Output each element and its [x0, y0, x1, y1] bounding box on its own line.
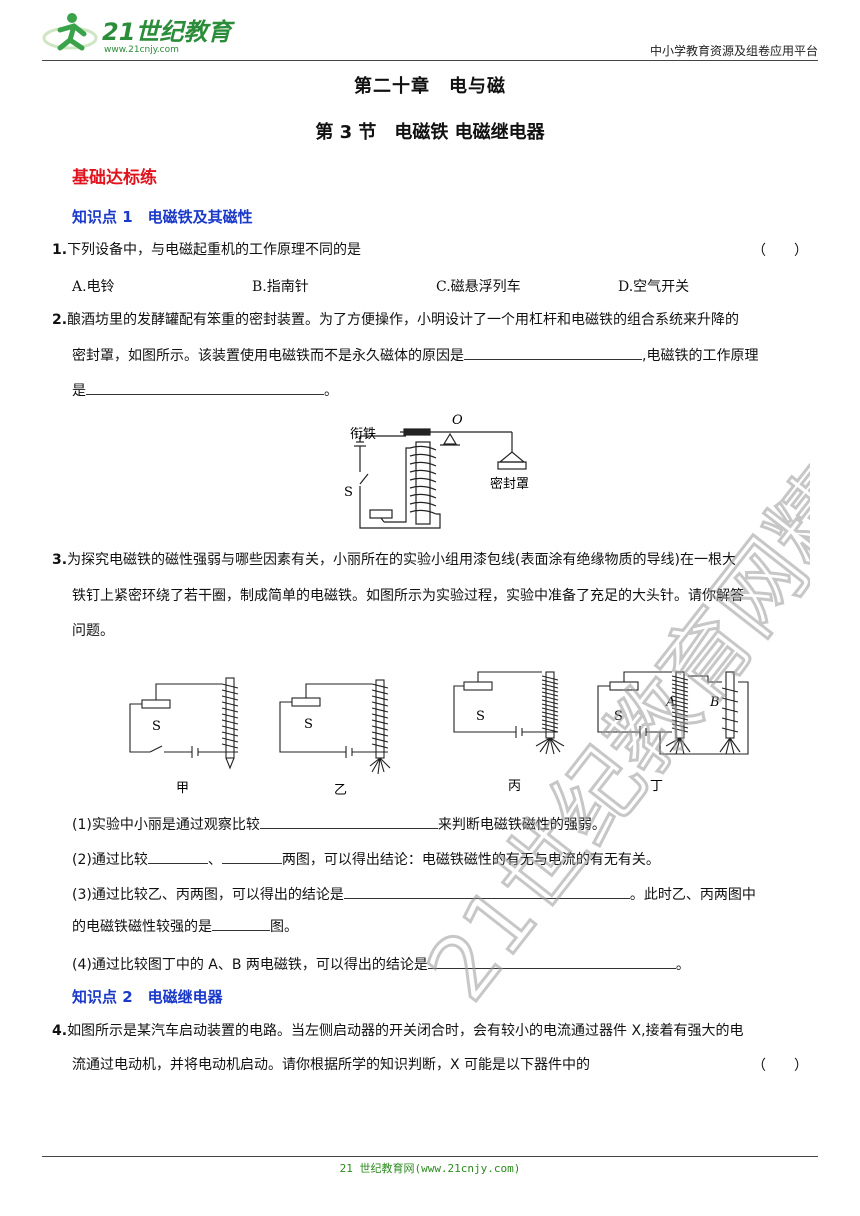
answer-parens: （ ）	[752, 243, 808, 259]
question-1: 1.下列设备中，与电磁起重机的工作原理不同的是	[52, 240, 361, 260]
question-number: 1.	[52, 242, 68, 258]
question-number: 3.	[52, 552, 68, 568]
figure-ding	[597, 671, 749, 755]
question-3: 3.为探究电磁铁的磁性强弱与哪些因素有关，小丽所在的实验小组用漆包线(表面涂有绝…	[52, 550, 736, 570]
logo-url: www.21cnjy.com	[104, 45, 179, 55]
text: (2)通过比较	[72, 852, 148, 868]
answer-blank[interactable]	[427, 954, 676, 969]
question-2: 2.酿酒坊里的发酵罐配有笨重的密封装置。为了方便操作，小明设计了一个用杠杆和电磁…	[52, 310, 739, 330]
knowledge-point-2: 知识点 2 电磁继电器	[72, 988, 223, 1006]
text: 图。	[270, 919, 298, 935]
question-3-sub4: (4)通过比较图丁中的 A、B 两电磁铁，可以得出的结论是 。	[72, 954, 690, 975]
text: 。此时乙、丙两图中	[629, 887, 756, 903]
option-c: C.磁悬浮列车	[436, 279, 521, 295]
header-divider	[42, 60, 818, 61]
switch-label: S	[304, 717, 313, 732]
text: 是	[72, 383, 86, 399]
question-3-sub3: (3)通过比较乙、丙两图，可以得出的结论是 。此时乙、丙两图中	[72, 884, 756, 905]
armature-label: 衔铁	[350, 427, 376, 442]
knowledge-point-1: 知识点 1 电磁铁及其磁性	[72, 208, 253, 226]
answer-blank[interactable]	[147, 849, 208, 864]
coil-a-label: A	[665, 695, 675, 710]
option-a: A.电铃	[72, 279, 115, 295]
cover-label: 密封罩	[490, 476, 529, 492]
answer-parens: （ ）	[752, 1058, 808, 1074]
pivot-label: O	[452, 413, 463, 428]
answer-blank[interactable]	[212, 916, 270, 931]
figure-bing	[453, 671, 565, 755]
question-3-sub2: (2)通过比较 、 两图，可以得出结论：电磁铁磁性的有无与电流的有无有关。	[72, 849, 660, 870]
question-number: 2.	[52, 312, 68, 328]
text: 两图，可以得出结论：电磁铁磁性的有无与电流的有无有关。	[281, 852, 660, 868]
answer-blank[interactable]	[259, 814, 438, 829]
text: ,电磁铁的工作原理	[642, 348, 759, 364]
chapter-title: 第二十章 电与磁	[354, 76, 506, 97]
question-2-line2: 密封罩，如图所示。该装置使用电磁铁而不是永久磁体的原因是 ,电磁铁的工作原理	[72, 345, 758, 366]
question-text-line1: 酿酒坊里的发酵罐配有笨重的密封装置。为了方便操作，小明设计了一个用杠杆和电磁铁的…	[67, 312, 740, 328]
text: 、	[207, 852, 222, 868]
runner-icon	[42, 13, 98, 51]
text: 。	[324, 383, 338, 399]
text: (1)实验中小丽是通过观察比较	[72, 817, 260, 833]
watermark-text: 21世纪教育网精品资料	[407, 270, 810, 1019]
footer-divider	[42, 1156, 818, 1157]
text: 的电磁铁磁性较强的是	[72, 919, 212, 935]
switch-label: S	[152, 719, 161, 734]
question-4: 4.如图所示是某汽车启动装置的电路。当左侧启动器的开关闭合时，会有较小的电流通过…	[52, 1021, 744, 1041]
figure-label-yi: 乙	[334, 783, 347, 798]
coil-b-label: B	[709, 695, 720, 710]
switch-label: S	[344, 485, 353, 500]
question-number: 4.	[52, 1023, 68, 1039]
option-d: D.空气开关	[618, 279, 690, 295]
figure-label-bing: 丙	[508, 779, 521, 794]
section-label: 基础达标练	[72, 168, 157, 188]
question-text-line1: 如图所示是某汽车启动装置的电路。当左侧启动器的开关闭合时，会有较小的电流通过器件…	[67, 1023, 744, 1039]
question-3-sub3-line2: 的电磁铁磁性较强的是 图。	[72, 916, 298, 937]
text: 。	[675, 957, 690, 973]
question-2-line3: 是。	[72, 380, 338, 401]
site-logo: 21世纪教育 www.21cnjy.com	[42, 13, 235, 55]
figure-yi	[279, 679, 391, 775]
lever-electromagnet-figure: 衔铁 O 密封罩 S	[344, 413, 529, 529]
platform-label: 中小学教育资源及组卷应用平台	[649, 44, 818, 58]
section-title: 第 3 节 电磁铁 电磁继电器	[315, 122, 545, 143]
option-b: B.指南针	[252, 279, 309, 295]
question-4-line2: 流通过电动机，并将电动机启动。请你根据所学的知识判断，X 可能是以下器件中的	[72, 1057, 591, 1073]
figure-label-ding: 丁	[650, 779, 663, 794]
answer-blank[interactable]	[343, 884, 630, 899]
electromagnet-experiment-figures: S S S S A B 甲 乙 丙 丁	[129, 671, 749, 798]
text: 密封罩，如图所示。该装置使用电磁铁而不是永久磁体的原因是	[72, 348, 464, 364]
figure-jia	[129, 677, 239, 770]
switch-label: S	[614, 709, 623, 724]
switch-label: S	[476, 709, 485, 724]
text: 来判断电磁铁磁性的强弱。	[437, 817, 606, 833]
figure-label-jia: 甲	[176, 781, 189, 796]
footer-text: 21 世纪教育网(www.21cnjy.com)	[339, 1162, 521, 1175]
question-3-line3: 问题。	[72, 623, 114, 639]
answer-blank[interactable]	[221, 849, 282, 864]
text: (4)通过比较图丁中的 A、B 两电磁铁，可以得出的结论是	[72, 957, 428, 973]
question-3-line2: 铁钉上紧密环绕了若干圈，制成简单的电磁铁。如图所示为实验过程，实验中准备了充足的…	[72, 588, 744, 604]
answer-blank[interactable]	[464, 345, 642, 360]
answer-blank[interactable]	[86, 380, 324, 395]
question-3-sub1: (1)实验中小丽是通过观察比较 来判断电磁铁磁性的强弱。	[72, 814, 606, 835]
question-text-line1: 为探究电磁铁的磁性强弱与哪些因素有关，小丽所在的实验小组用漆包线(表面涂有绝缘物…	[67, 552, 736, 568]
logo-text: 21世纪教育	[102, 18, 235, 46]
text: (3)通过比较乙、丙两图，可以得出的结论是	[72, 887, 344, 903]
question-text: 下列设备中，与电磁起重机的工作原理不同的是	[67, 242, 362, 258]
